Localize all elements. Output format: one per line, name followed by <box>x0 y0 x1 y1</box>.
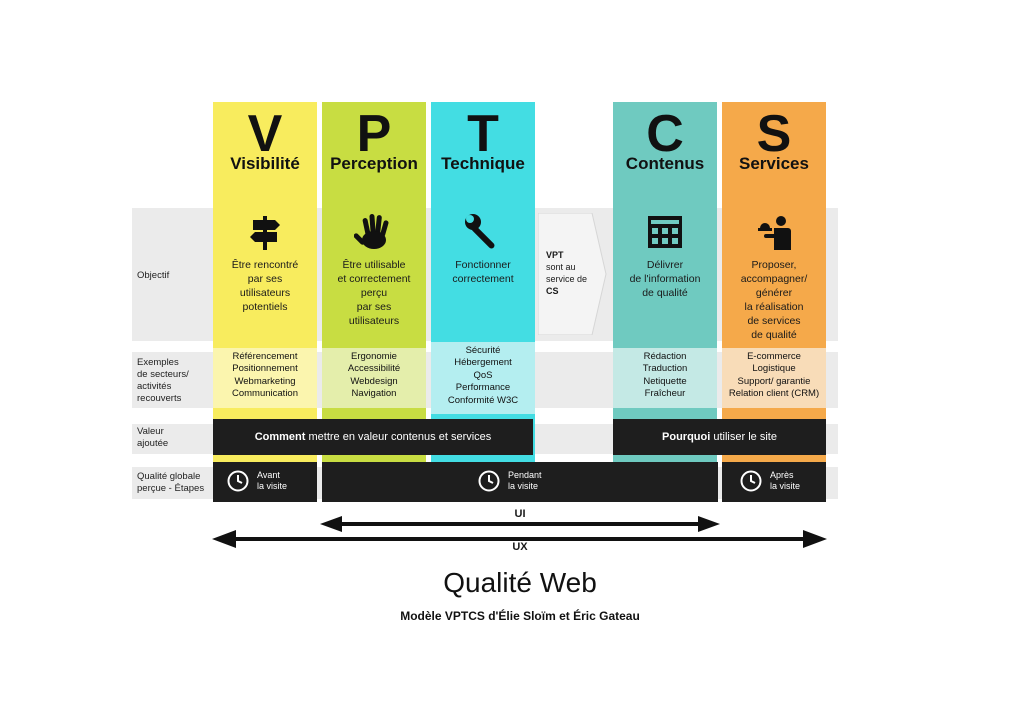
column-exemples-box: Ergonomie Accessibilité Webdesign Naviga… <box>322 348 426 408</box>
column-name: Visibilité <box>230 154 300 173</box>
valeur-bar-bold: Pourquoi <box>662 431 711 443</box>
valeur-bar-text: Comment mettre en valeur contenus et ser… <box>213 430 533 444</box>
column-letter: V <box>247 105 283 163</box>
column-contenus: C Contenus Délivrer de l'information de … <box>613 102 717 462</box>
column-exemples: Rédaction Traduction Netiquette Fraîcheu… <box>642 351 688 400</box>
column-exemples: Sécurité Hébergement QoS Performance Con… <box>447 345 519 406</box>
column-services: S Services Proposer, accompagner/ génére… <box>722 102 826 462</box>
column-letter: T <box>467 105 499 163</box>
valeur-bar-bold: Comment <box>254 431 306 443</box>
vpt-arrow-shape <box>538 213 607 335</box>
clock-icon <box>478 470 500 492</box>
column-objectif: Délivrer de l'information de qualité <box>629 259 701 299</box>
step-label: Pendant la visite <box>508 470 542 491</box>
hand-icon <box>354 213 389 249</box>
column-exemples: Ergonomie Accessibilité Webdesign Naviga… <box>347 351 401 400</box>
column-name: Perception <box>330 154 418 173</box>
clock-icon <box>227 470 249 492</box>
column-technique: T Technique Fonctionner correctement Séc… <box>431 102 535 462</box>
ux-label: UX <box>512 541 528 553</box>
column-letter: S <box>756 105 792 163</box>
diagram-title: Qualité Web <box>443 567 597 598</box>
wrench-icon <box>465 214 495 249</box>
row-label-qualite: Qualité globale perçue - Étapes <box>137 471 205 494</box>
clock-icon <box>740 470 762 492</box>
column-exemples-box: E-commerce Logistique Support/ garantie … <box>722 348 826 408</box>
diagram-subtitle: Modèle VPTCS d'Élie Sloïm et Éric Gateau <box>400 609 640 623</box>
column-exemples-box: Rédaction Traduction Netiquette Fraîcheu… <box>613 348 717 408</box>
column-exemples-box: Sécurité Hébergement QoS Performance Con… <box>431 342 535 414</box>
vpt-title: VPT <box>546 250 564 260</box>
step-bar-avant: Avant la visite <box>213 462 317 502</box>
column-objectif: Proposer, accompagner/ générer la réalis… <box>740 259 808 341</box>
column-letter: C <box>646 105 684 163</box>
step-bar-apres: Après la visite <box>722 462 826 502</box>
vpt-line2: service de <box>546 274 588 284</box>
content-icon <box>648 216 682 248</box>
ui-arrow <box>320 516 720 532</box>
waiter-icon <box>758 216 791 250</box>
valeur-bar-pourquoi: Pourquoi utiliser le site <box>613 419 826 455</box>
row-label-objectif: Objectif <box>137 270 170 281</box>
valeur-bar-text: Pourquoi utiliser le site <box>613 430 826 444</box>
step-apres: Après la visite <box>740 470 800 492</box>
column-letter: P <box>356 105 392 163</box>
column-objectif: Être rencontré par ses utilisateurs pote… <box>231 259 299 313</box>
step-pendant: Pendant la visite <box>478 470 542 492</box>
column-exemples: E-commerce Logistique Support/ garantie … <box>728 351 820 400</box>
vpt-target: CS <box>546 286 559 296</box>
column-objectif: Fonctionner correctement <box>452 259 514 285</box>
column-perception: P Perception Être utilisable et correcte… <box>322 102 426 462</box>
ux-arrow <box>212 530 827 548</box>
column-name: Contenus <box>625 154 705 173</box>
column-visibilite: V Visibilité Être rencontré par ses util… <box>213 102 317 462</box>
row-label-valeur: Valeur ajoutée <box>137 426 169 449</box>
step-label: Avant la visite <box>257 470 288 491</box>
column-name: Services <box>739 154 809 173</box>
vpt-line1: sont au <box>546 262 576 272</box>
step-avant: Avant la visite <box>227 470 287 492</box>
step-label: Après la visite <box>770 470 801 491</box>
signpost-icon <box>250 216 280 250</box>
column-name: Technique <box>441 154 525 173</box>
column-objectif: Être utilisable et correctement perçu pa… <box>337 259 411 327</box>
vpt-arrow-text: VPT sont au service de CS <box>546 249 587 297</box>
ui-label: UI <box>514 508 526 520</box>
valeur-bar-comment: Comment mettre en valeur contenus et ser… <box>213 419 533 455</box>
valeur-bar-rest: mettre en valeur contenus et services <box>305 431 492 443</box>
step-bar-pendant: Pendant la visite <box>322 462 718 502</box>
column-exemples-box: Référencement Positionnement Webmarketin… <box>213 348 317 408</box>
valeur-bar-rest: utiliser le site <box>710 431 777 443</box>
column-exemples: Référencement Positionnement Webmarketin… <box>232 351 298 400</box>
row-label-exemples: Exemples de secteurs/ activités recouver… <box>137 357 189 404</box>
